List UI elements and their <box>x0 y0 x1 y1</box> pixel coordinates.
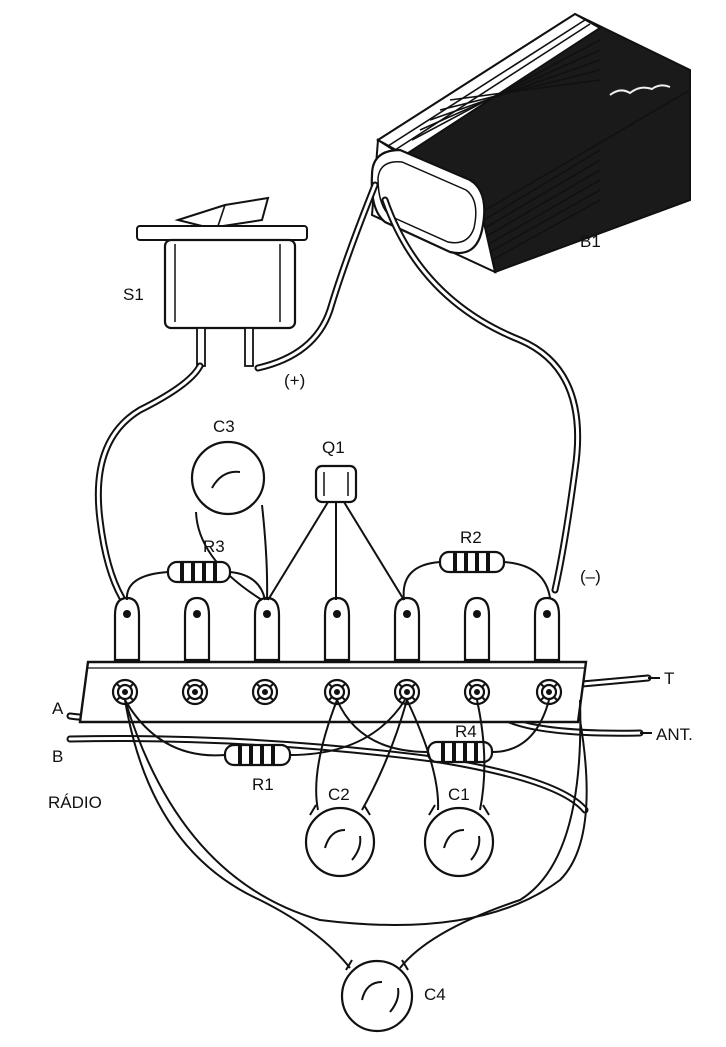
terminal-strip <box>78 596 588 724</box>
r4-label: R4 <box>455 722 477 741</box>
transistor-q1: Q1 <box>267 438 405 601</box>
battery-label: B1 <box>580 232 601 251</box>
r1-label: R1 <box>252 775 274 794</box>
switch-s1[interactable]: S1 <box>123 196 308 367</box>
resistor-r1: R1 <box>124 699 406 794</box>
ant-label: ANT. <box>656 725 693 744</box>
capacitor-c3: C3 <box>190 417 269 601</box>
capacitor-c2: C2 <box>304 699 408 878</box>
q1-label: Q1 <box>322 438 345 457</box>
battery-b1: B1 <box>370 12 691 274</box>
switch-label: S1 <box>123 285 144 304</box>
c4-label: C4 <box>424 985 446 1004</box>
r2-label: R2 <box>460 528 482 547</box>
insulated-wires <box>66 181 652 814</box>
b-label: B <box>52 747 63 766</box>
c3-label: C3 <box>213 417 235 436</box>
a-label: A <box>52 699 64 718</box>
strip-lugs <box>113 596 561 662</box>
c2-label: C2 <box>328 785 350 804</box>
t-label: T <box>664 669 674 688</box>
c1-label: C1 <box>448 785 470 804</box>
resistor-r2: R2 <box>402 528 551 601</box>
resistor-r4: R4 <box>336 699 550 764</box>
capacitor-c1: C1 <box>406 699 495 878</box>
strip-rivets <box>111 678 563 706</box>
radio-label: RÁDIO <box>48 793 102 812</box>
minus-label: (–) <box>580 567 601 586</box>
r3-label: R3 <box>203 537 225 556</box>
resistor-r3: R3 <box>125 537 266 601</box>
capacitor-c4: C4 <box>124 699 588 1033</box>
plus-label: (+) <box>284 371 305 390</box>
